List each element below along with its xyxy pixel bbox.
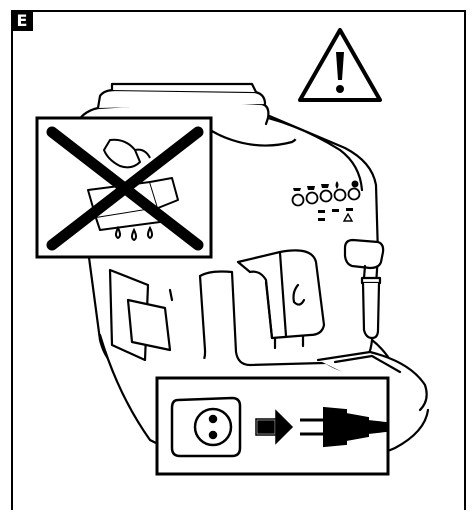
control-button [335, 190, 346, 201]
unplug-power-cord-icon [157, 378, 388, 474]
control-button [293, 195, 304, 206]
panel-label: E [11, 10, 33, 31]
control-button [321, 191, 332, 202]
control-button [307, 193, 318, 204]
warning-triangle-icon [300, 30, 380, 100]
control-button [349, 189, 360, 200]
no-water-cleaning-icon [37, 118, 211, 257]
